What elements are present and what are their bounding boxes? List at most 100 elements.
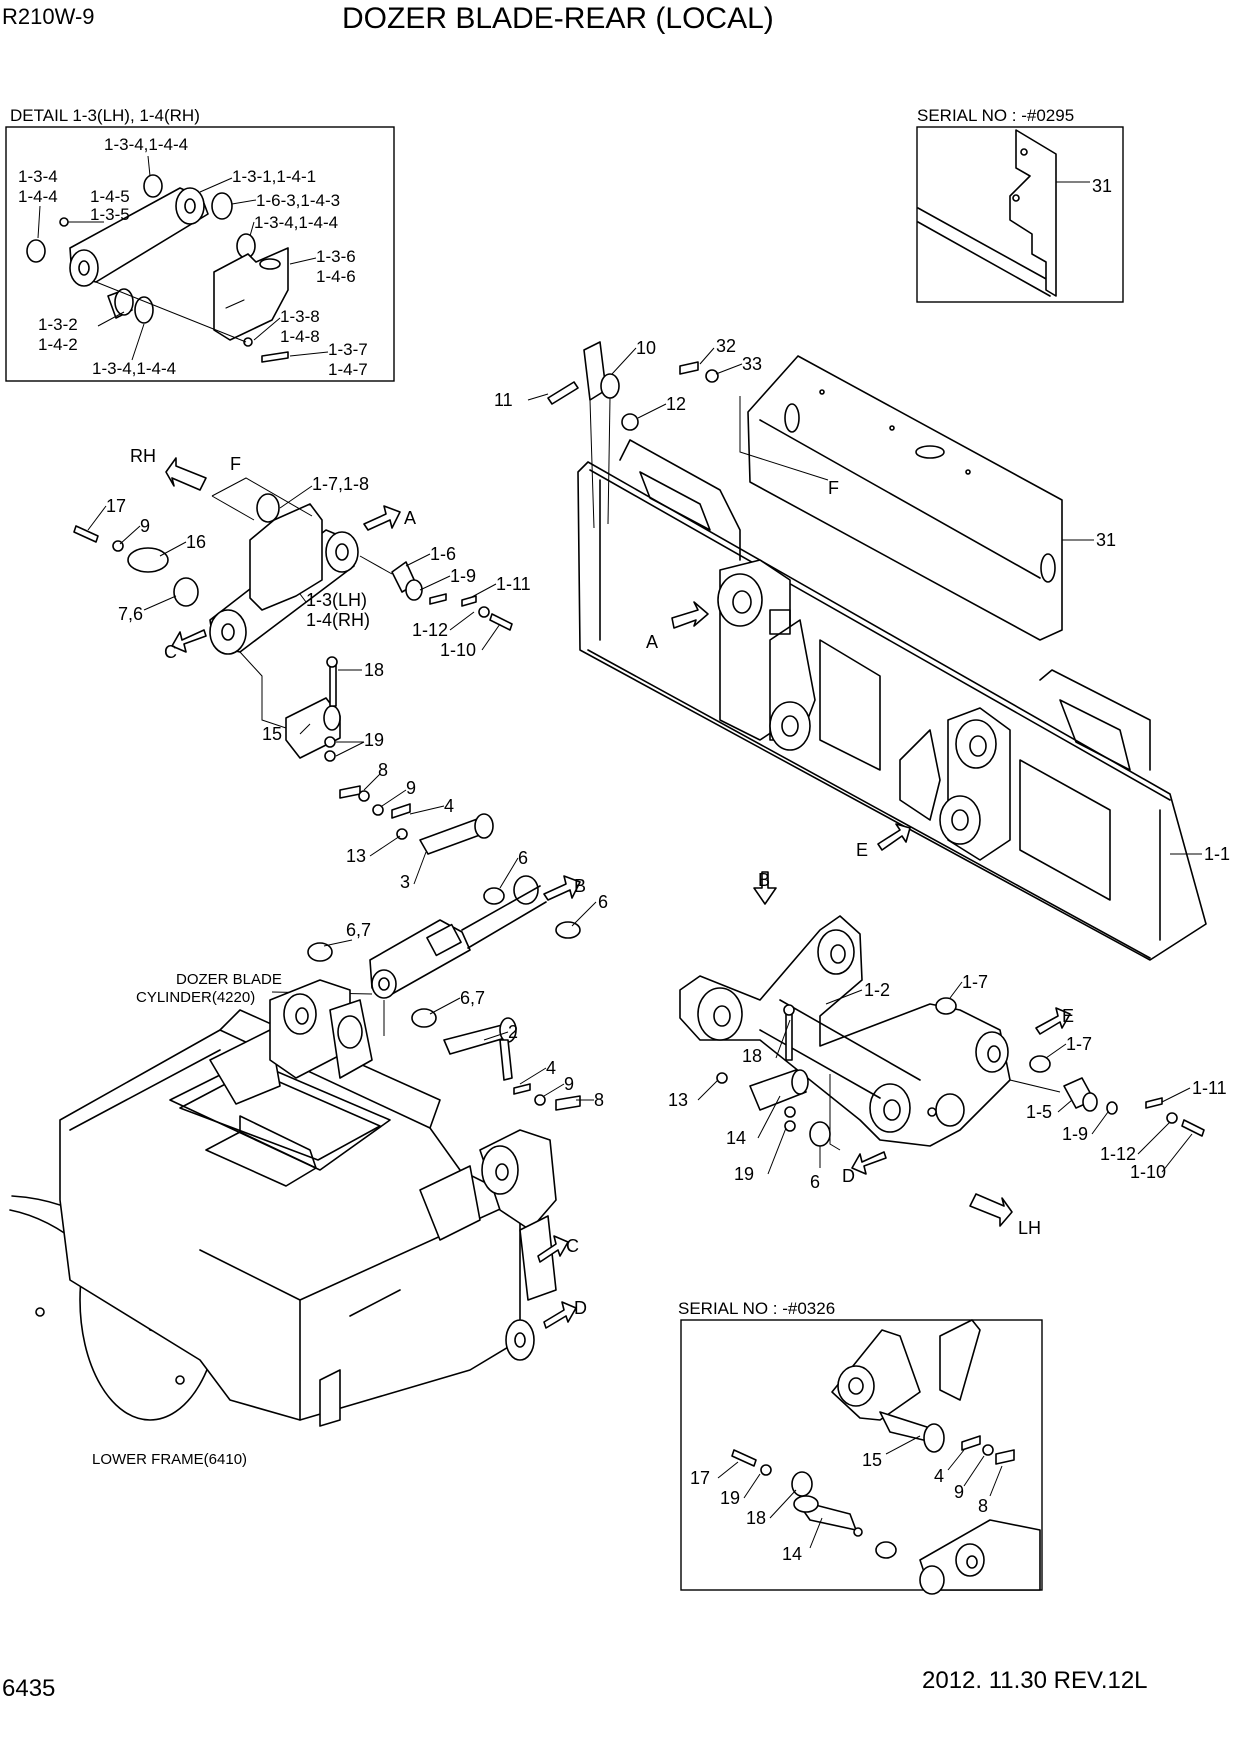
- callout: 1-5: [1026, 1102, 1052, 1122]
- view-label: A: [646, 632, 658, 652]
- lower-frame-drawing: [9, 979, 557, 1427]
- callout: 1-3(LH): [306, 590, 367, 610]
- serial-bottom-frame: [680, 1319, 1043, 1591]
- callout: 1-3-4,1-4-4: [254, 213, 338, 232]
- revision-date: 2012. 11.30 REV.12L: [922, 1667, 1148, 1694]
- serial-top-title: SERIAL NO : -#0295: [917, 106, 1074, 125]
- callout: 1-4-4: [18, 187, 58, 206]
- callout: 9: [140, 516, 150, 536]
- callout: 8: [978, 1496, 988, 1516]
- callout: 11: [494, 390, 513, 410]
- callout: 1-12: [412, 620, 448, 640]
- callout: 10: [636, 338, 656, 358]
- detail-callouts: 1-3-4,1-4-4 1-3-1,1-4-1 1-3-4 1-4-4 1-4-…: [18, 135, 368, 379]
- callout: F: [828, 478, 839, 498]
- callout: 18: [746, 1508, 766, 1528]
- callout: 1-3-4: [18, 167, 58, 186]
- callout: 9: [564, 1074, 574, 1094]
- callout: 9: [954, 1482, 964, 1502]
- callout: 1-4-5: [90, 187, 130, 206]
- callout: 17: [106, 496, 126, 516]
- callout: 1-9: [1062, 1124, 1088, 1144]
- callout: 1-11: [1192, 1078, 1227, 1098]
- dozer-blade-drawing: [577, 355, 1207, 961]
- serial-bottom-title: SERIAL NO : -#0326: [678, 1299, 835, 1318]
- callout: 1-7,1-8: [312, 474, 369, 494]
- callout: 1-4-6: [316, 267, 356, 286]
- view-label: E: [1062, 1006, 1074, 1026]
- callout: 14: [726, 1128, 746, 1148]
- callout: 9: [406, 778, 416, 798]
- callout: 1-3-7: [328, 340, 368, 359]
- view-arrow-d-lh: D: [842, 1151, 887, 1186]
- view-label: B: [574, 876, 586, 896]
- callout: 1-10: [440, 640, 476, 660]
- model-code: R210W-9: [2, 4, 95, 29]
- cylinder-callouts: 8 9 4 13 3 6 6 6,7 6,7 2 4 9 8: [323, 760, 608, 1110]
- view-arrow-c-frame: C: [537, 1235, 579, 1263]
- view-label: D: [574, 1298, 587, 1318]
- callout: 1-10: [1130, 1162, 1166, 1182]
- callout: 7,6: [118, 604, 143, 624]
- lh-direction-arrow: LH: [969, 1193, 1041, 1238]
- callout: 17: [690, 1468, 710, 1488]
- view-arrow-e-blade: E: [856, 823, 911, 860]
- callout: 1-4-2: [38, 335, 78, 354]
- serial-top-drawing: [917, 129, 1090, 297]
- serial-bottom-callouts: 15 17 19 4 9 8 18 14: [690, 1435, 1003, 1564]
- callout: 19: [364, 730, 384, 750]
- callout: 1-7: [1066, 1034, 1092, 1054]
- detail-link-drawing: [26, 174, 289, 363]
- view-arrow-b-cyl: B: [543, 875, 586, 901]
- callout: 31: [1092, 176, 1112, 196]
- view-label: LH: [1018, 1218, 1041, 1238]
- callout: 31: [1096, 530, 1116, 550]
- view-arrow-c-link: C: [164, 629, 207, 662]
- blade-hardware: [547, 341, 829, 529]
- view-label: E: [856, 840, 868, 860]
- callout: 12: [666, 394, 686, 414]
- callout: 1-3-2: [38, 315, 78, 334]
- cylinder-note-line1: DOZER BLADE: [176, 971, 282, 988]
- view-arrow-b-lh: B: [753, 870, 777, 905]
- callout: 13: [668, 1090, 688, 1110]
- callout: 1-4(RH): [306, 610, 370, 630]
- callout: 3: [400, 872, 410, 892]
- callout: F: [230, 454, 241, 474]
- callout: 6: [810, 1172, 820, 1192]
- callout: 16: [186, 532, 206, 552]
- view-label: RH: [130, 446, 156, 466]
- rh-direction-arrow: RH: [130, 446, 207, 491]
- cylinder-drawing: [307, 785, 581, 1111]
- callout: 1-2: [864, 980, 890, 1000]
- detail-inset-title: DETAIL 1-3(LH), 1-4(RH): [10, 106, 200, 125]
- callout: 2: [508, 1022, 518, 1042]
- callout: 6: [518, 848, 528, 868]
- rh-link-drawing: [73, 477, 513, 762]
- page-number: 6435: [2, 1675, 55, 1702]
- serial-top-frame: [916, 126, 1124, 303]
- callout: 8: [378, 760, 388, 780]
- callout: 6,7: [460, 988, 485, 1008]
- view-arrow-a-blade: A: [646, 601, 709, 652]
- callout: 1-3-1,1-4-1: [232, 167, 316, 186]
- callout: 1-6: [430, 544, 456, 564]
- view-arrow-e-lh: E: [1035, 1006, 1074, 1035]
- callout: 6: [598, 892, 608, 912]
- callout: 19: [734, 1164, 754, 1184]
- callout: 1-3-4,1-4-4: [104, 135, 188, 154]
- callout: 1-12: [1100, 1144, 1136, 1164]
- callout: 1-11: [496, 574, 531, 594]
- callout: 1-1: [1204, 844, 1230, 864]
- view-arrow-a-link: A: [363, 505, 416, 531]
- callout: 1-3-8: [280, 307, 320, 326]
- serial-bottom-drawing: [731, 1319, 1041, 1595]
- callout: 33: [742, 354, 762, 374]
- callout: 13: [346, 846, 366, 866]
- lower-frame-note: LOWER FRAME(6410): [92, 1451, 247, 1468]
- callout: 4: [546, 1058, 556, 1078]
- view-label: C: [164, 642, 177, 662]
- callout: 1-4-7: [328, 360, 368, 379]
- blade-callouts: 10 32 33 11 12 31 F 1-1: [494, 336, 1230, 864]
